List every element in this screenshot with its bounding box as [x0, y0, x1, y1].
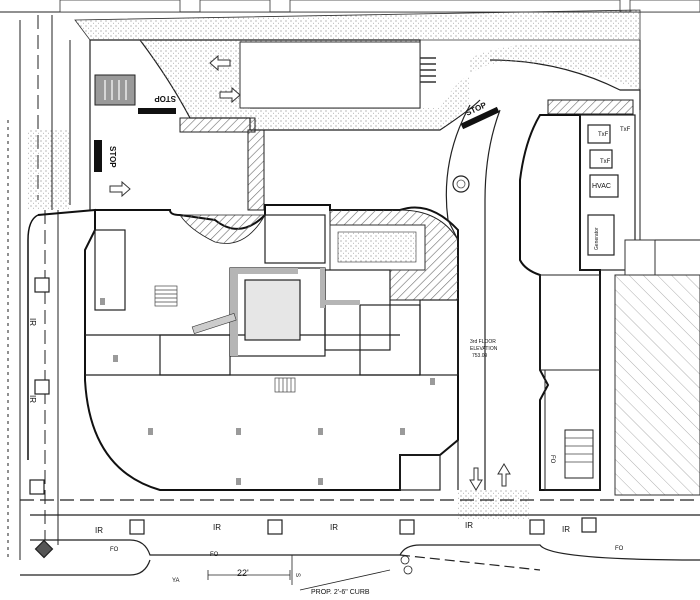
elevation-note: 3rd FLOOR ELEVATION 753.09 [470, 339, 498, 359]
top-border [0, 0, 700, 13]
building-west-wall [27, 214, 39, 460]
tree-grates [29, 277, 597, 559]
ir-label-2: IR [28, 395, 37, 403]
top-sidewalk [74, 9, 641, 41]
bottom-sidewalk-stipple [458, 490, 530, 520]
txf-label-2: TxF [620, 127, 631, 133]
stop-label-left: STOP [108, 146, 117, 168]
txf-label-1: TxF [598, 132, 609, 138]
ramp [191, 312, 237, 334]
bay-stripes [104, 80, 127, 100]
ir-label-bottom: IR [95, 526, 103, 535]
ya-label: YA [172, 578, 180, 584]
fo-label-east: FO [549, 455, 555, 464]
left-sidewalk-stipple [28, 130, 70, 210]
east-stairs [565, 437, 593, 463]
left-bay-block [94, 74, 136, 106]
east-lot-block [624, 239, 656, 276]
courtyard-hatch-left [179, 214, 266, 244]
parking-stripes [420, 57, 436, 83]
elevation-line-3: 753.09 [472, 353, 488, 359]
fo-label-3: FO [615, 546, 624, 552]
bollard-circle [452, 175, 470, 193]
elevation-line-2: ELEVATION [470, 346, 498, 352]
interior-grey-walls [230, 268, 360, 356]
far-east-lines [639, 40, 700, 241]
interior-walls [85, 214, 459, 491]
east-drive [445, 104, 501, 490]
dimension-22: 22' [237, 568, 249, 578]
parking-bay [239, 41, 421, 109]
bottom-street [20, 499, 700, 576]
curb-note: PROP. 2'-6" CURB [311, 589, 370, 596]
ir-label-bottom-4: IR [465, 521, 473, 530]
txf-label-3: TxF [600, 159, 611, 165]
generator-label: Generator [594, 227, 600, 250]
fo-label-1: FO [110, 547, 119, 553]
elevation-line-1: 3rd FLOOR [470, 339, 496, 345]
annotations: IR IR IR IR IR IR IR FO FO FO FO YA 22' … [28, 318, 624, 596]
ir-label-bottom-2: IR [213, 523, 221, 532]
ir-label-1: IR [28, 318, 37, 326]
traffic-arrows [109, 54, 511, 491]
fo-label-2: FO [210, 552, 219, 558]
hatched-walls [179, 99, 634, 211]
hvac-label: HVAC [592, 183, 611, 190]
east-building-outline [519, 114, 601, 491]
mechanical-yard [579, 114, 636, 271]
dimension-lines [207, 555, 413, 591]
ir-label-bottom-3: IR [330, 523, 338, 532]
stairs [154, 285, 296, 393]
ir-label-bottom-5: IR [562, 525, 570, 534]
column-markers [100, 298, 435, 485]
stop-label-top: STOP [154, 94, 176, 103]
east-lot-hatch [614, 274, 700, 496]
s-label: S [294, 573, 300, 577]
east-building-rooms [539, 274, 601, 491]
